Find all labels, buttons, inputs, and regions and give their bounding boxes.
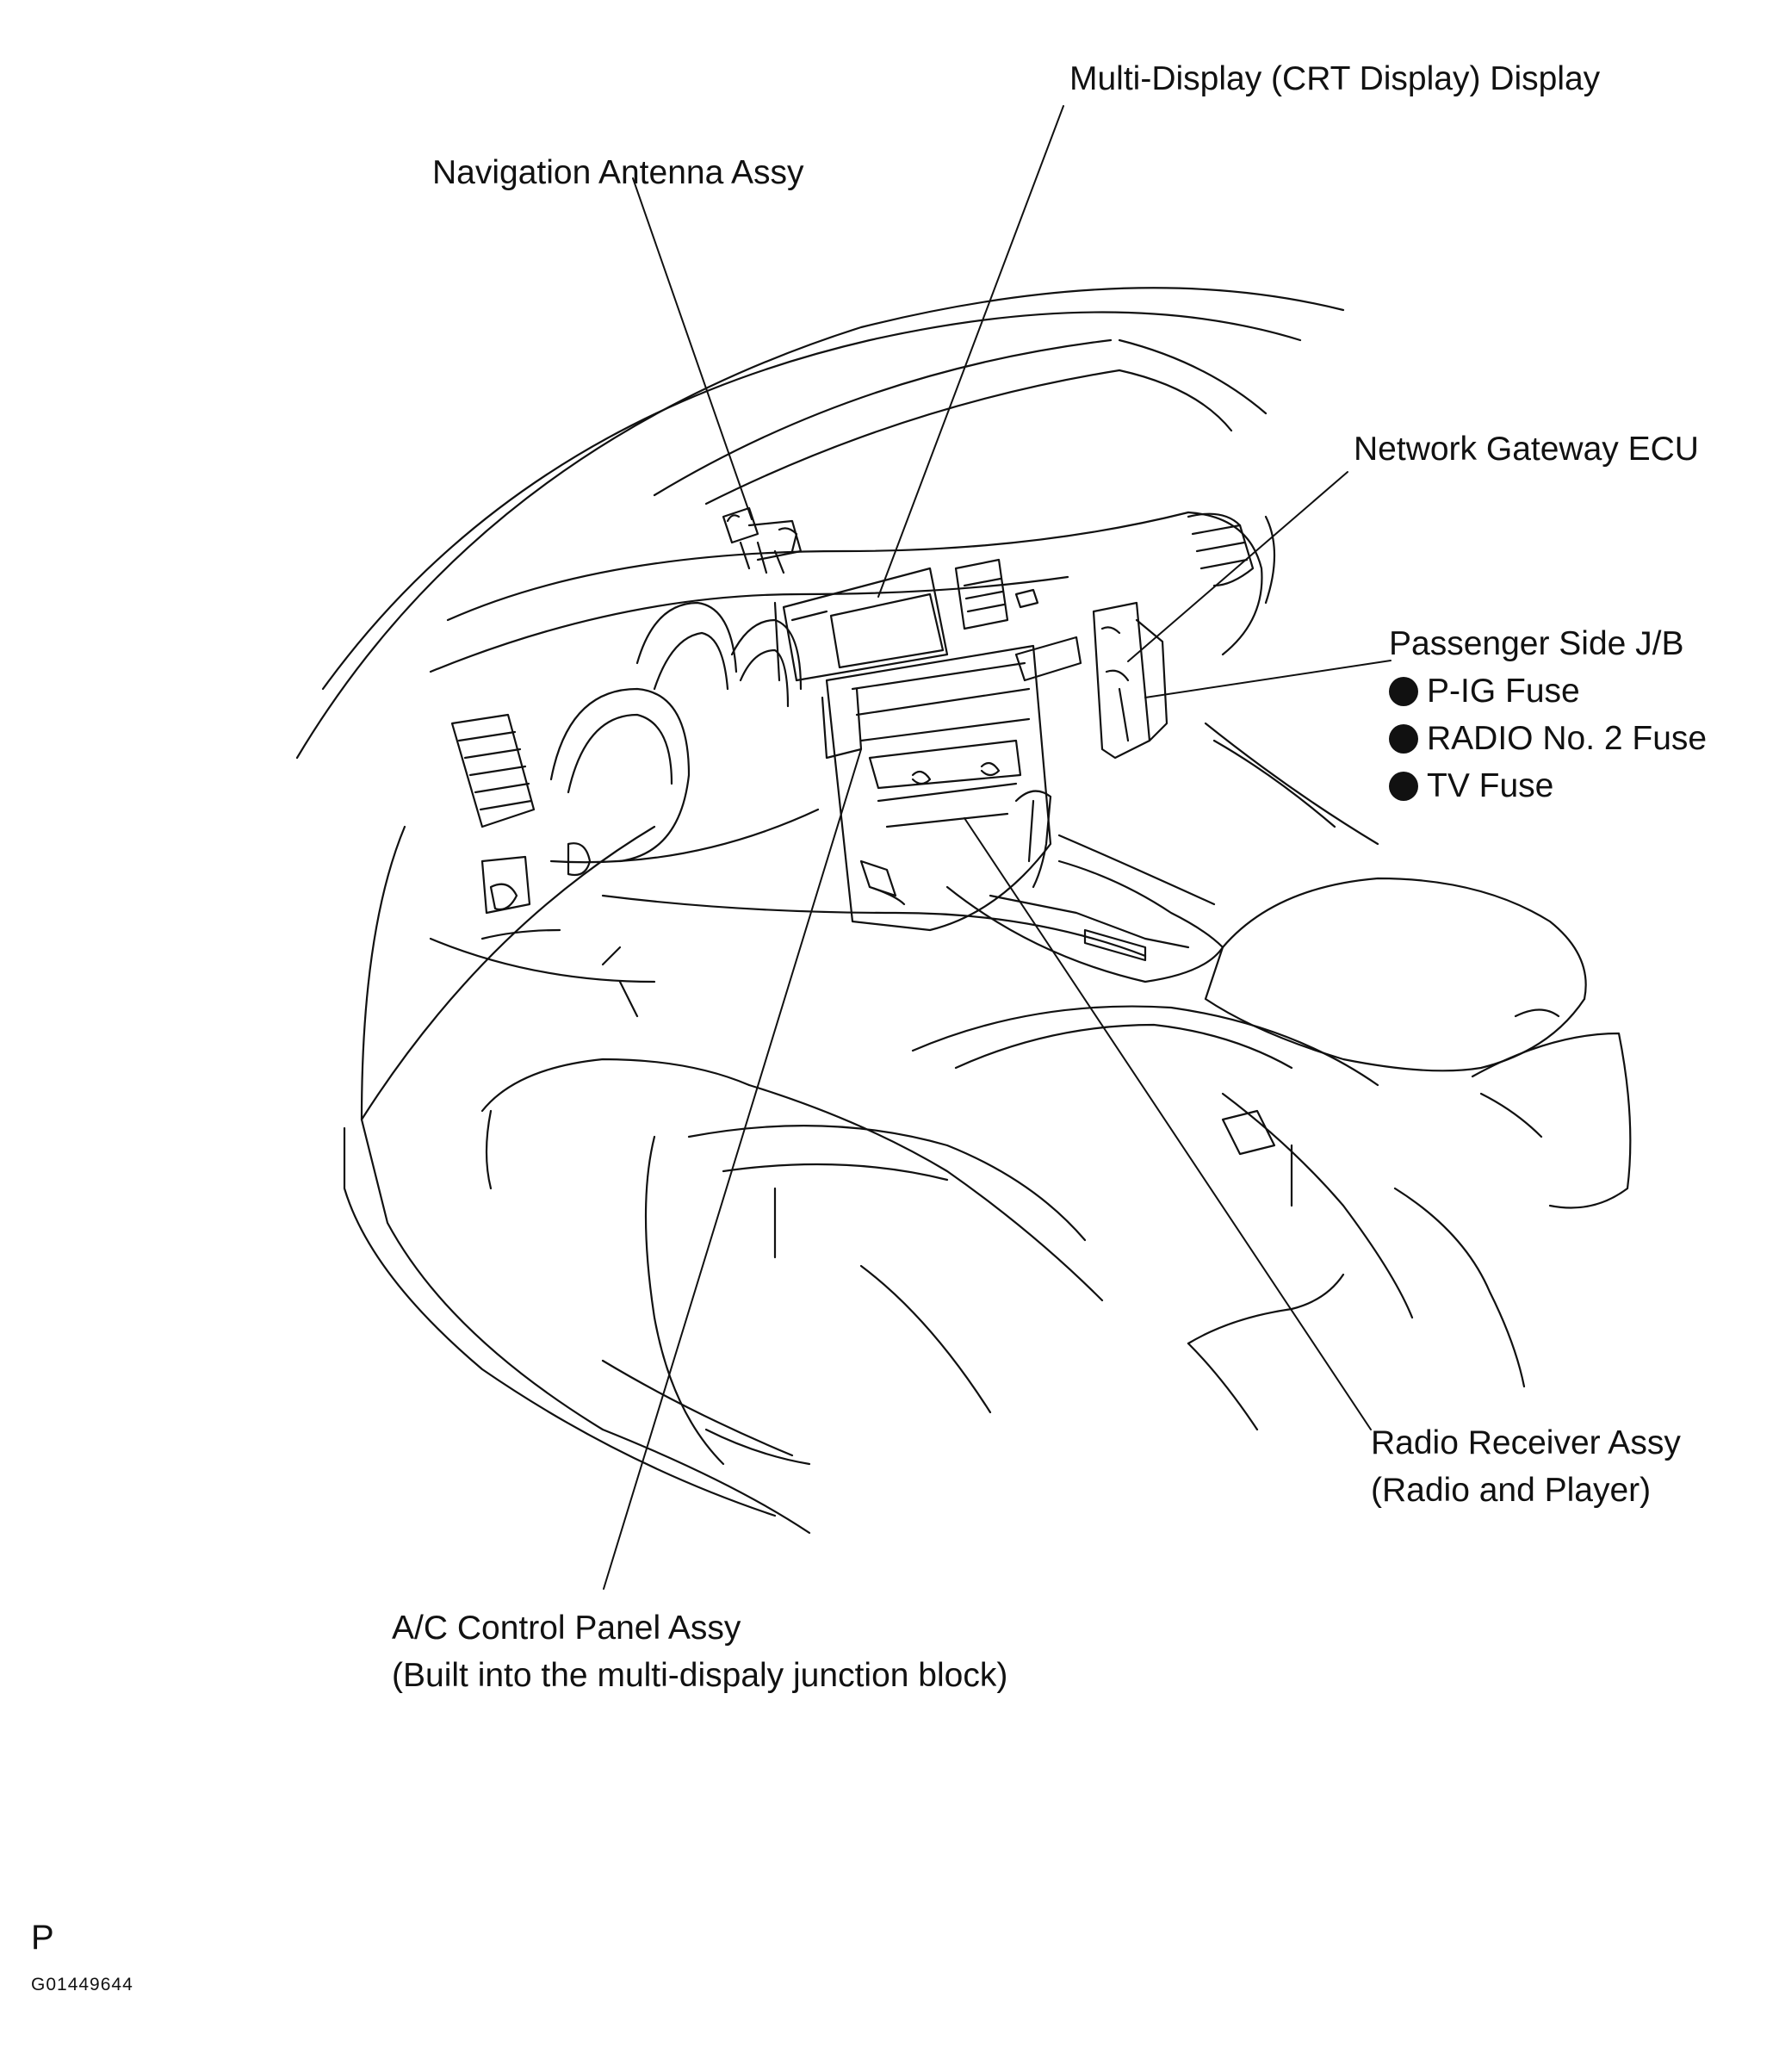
navigation-antenna: [722, 506, 803, 574]
lower-dash: [429, 842, 1147, 1018]
driver-seat: [480, 1058, 1104, 1466]
passenger-dash: [1014, 512, 1336, 828]
fuse-list: P-IG Fuse RADIO No. 2 Fuse TV Fuse: [1389, 667, 1707, 810]
multi-display-label: Multi-Display (CRT Display) Display: [1069, 60, 1601, 97]
rear-right: [1204, 722, 1632, 1209]
figure-id: G01449644: [31, 1975, 133, 1994]
dashboard-top: [429, 511, 1276, 673]
leader-lines: [603, 105, 1392, 1590]
fuse-label: P-IG Fuse: [1427, 673, 1580, 710]
radio-receiver-title: Radio Receiver Assy: [1371, 1424, 1681, 1461]
passenger-seat: [911, 1005, 1526, 1431]
radio-receiver-subtitle: (Radio and Player): [1371, 1472, 1652, 1509]
section-letter: P: [31, 1919, 54, 1957]
fuse-item: TV Fuse: [1389, 762, 1707, 810]
ac-panel-title: A/C Control Panel Assy: [392, 1610, 741, 1647]
fuse-item: P-IG Fuse: [1389, 667, 1707, 715]
ac-panel-label: A/C Control Panel Assy (Built into the m…: [392, 1604, 1007, 1699]
radio-receiver-label: Radio Receiver Assy (Radio and Player): [1371, 1419, 1681, 1514]
center-console: [945, 790, 1224, 983]
bullet-icon: [1389, 771, 1418, 801]
windshield-lines: [295, 287, 1345, 760]
door-frame: [343, 825, 811, 1535]
fuse-label: TV Fuse: [1427, 767, 1554, 804]
network-gateway-label: Network Gateway ECU: [1354, 431, 1699, 468]
fuse-label: RADIO No. 2 Fuse: [1427, 720, 1708, 757]
fuse-item: RADIO No. 2 Fuse: [1389, 715, 1707, 762]
passenger-jb-label: Passenger Side J/B: [1389, 625, 1684, 662]
left-air-vent: [450, 713, 536, 828]
bullet-icon: [1389, 676, 1418, 706]
center-stack: [773, 558, 1052, 932]
instrument-cluster: [549, 601, 820, 864]
ac-panel-subtitle: (Built into the multi-dispaly junction b…: [392, 1657, 1008, 1694]
navigation-antenna-label: Navigation Antenna Assy: [432, 154, 804, 191]
junction-block: [1092, 601, 1168, 760]
bullet-icon: [1389, 723, 1418, 754]
armrest: [1204, 877, 1587, 1072]
